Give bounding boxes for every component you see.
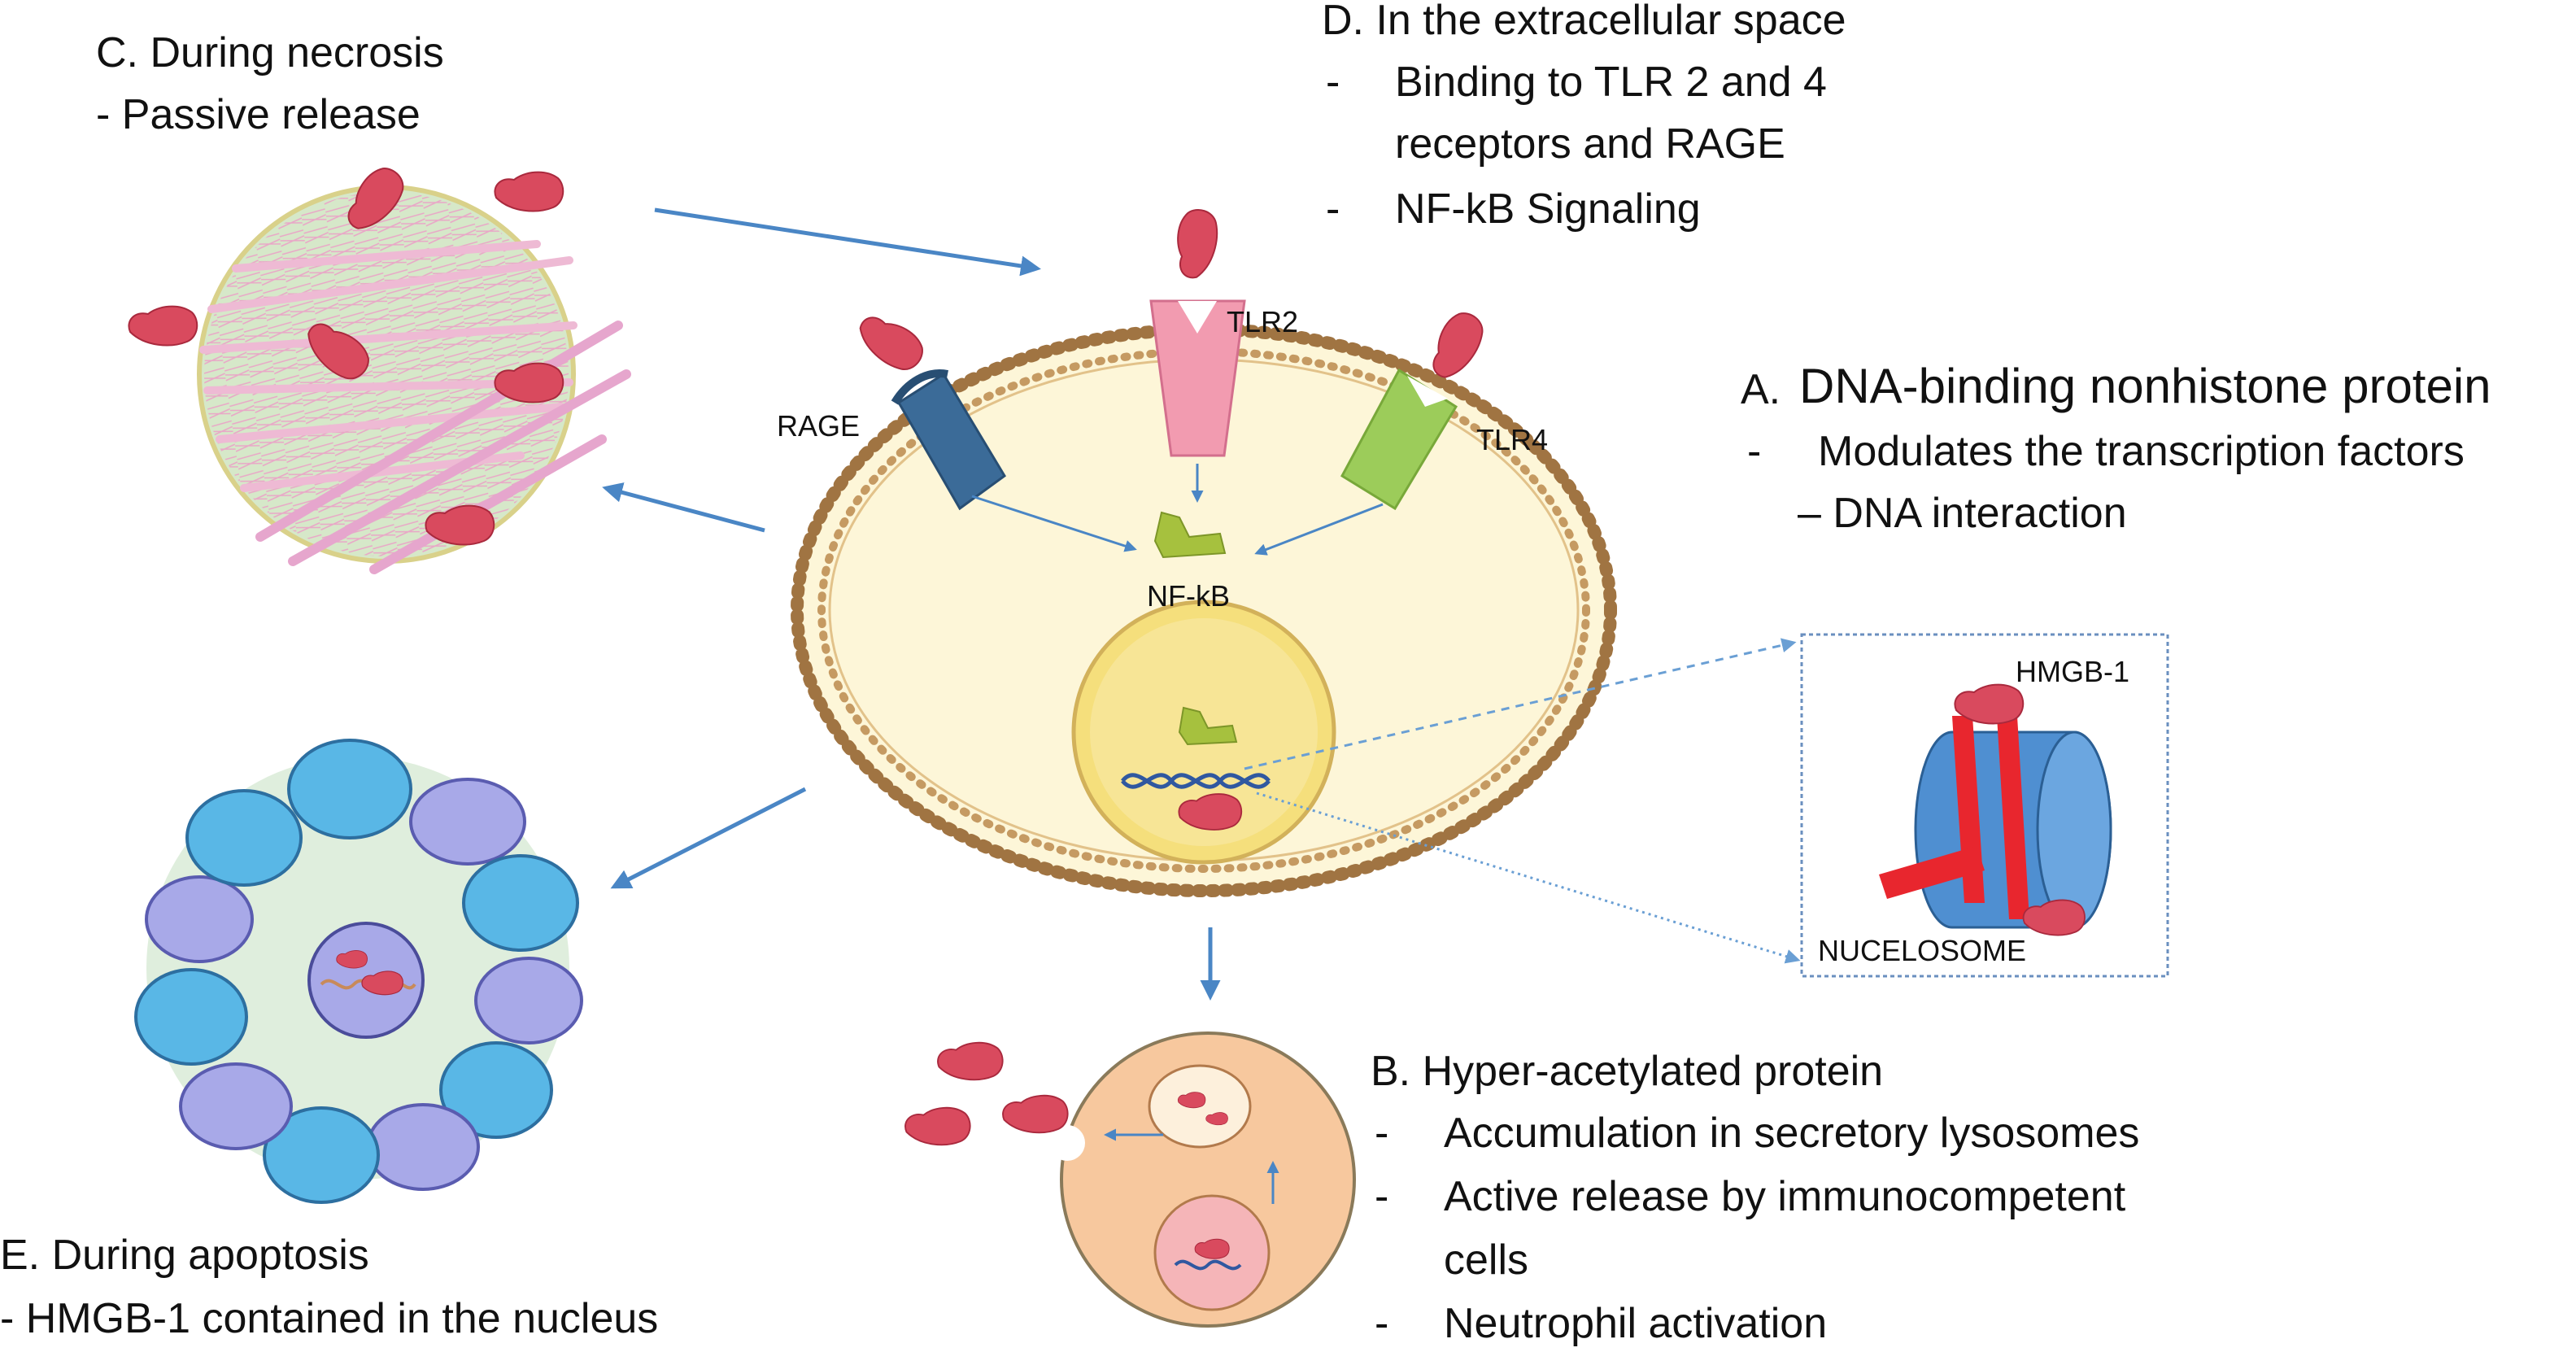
label-nucleosome: NUCELOSOME — [1818, 934, 2027, 967]
nfkb-protein — [1153, 511, 1227, 559]
tlr4-receptor — [1340, 305, 1492, 511]
section-b-line2: Active release by immunocompetent — [1444, 1173, 2126, 1220]
rage-receptor — [850, 305, 1006, 511]
secreted-hmgb1-proteins — [904, 1041, 1069, 1146]
section-b-dash-2: - — [1375, 1173, 1389, 1220]
section-b-title: B. Hyper-acetylated protein — [1371, 1048, 1884, 1095]
section-d-line3: NF-kB Signaling — [1395, 185, 1701, 233]
main-nucleus — [1071, 600, 1336, 865]
section-d-line2: receptors and RAGE — [1395, 120, 1785, 168]
section-d-dash-1: - — [1326, 59, 1340, 106]
zoom-lines — [1244, 638, 1801, 964]
section-a-title: DNA-binding nonhistone protein — [1799, 359, 2491, 413]
tlr2-receptor — [1149, 206, 1246, 457]
section-a-dash: - — [1747, 428, 1762, 475]
section-c-title: C. During necrosis — [96, 29, 444, 76]
section-d-title: D. In the extracellular space — [1322, 0, 1846, 44]
apoptotic-cell — [134, 739, 583, 1204]
arrow-to-main-cell — [654, 207, 1041, 277]
label-tlr2: TLR2 — [1227, 305, 1299, 338]
section-a-prefix: A. — [1741, 366, 1781, 413]
label-rage: RAGE — [777, 409, 861, 443]
section-a-line2: – DNA interaction — [1798, 490, 2127, 537]
label-tlr4: TLR4 — [1476, 423, 1549, 456]
section-b-line1: Accumulation in secretory lysosomes — [1444, 1110, 2140, 1157]
secretory-cell — [1049, 1031, 1356, 1328]
label-nfkb: NF-kB — [1147, 579, 1230, 613]
arrow-to-apoptotic-cell — [610, 787, 807, 889]
section-b-line4: Neutrophil activation — [1444, 1300, 1828, 1347]
nucleosome-panel — [1800, 633, 2169, 978]
section-d-dash-2: - — [1326, 185, 1340, 233]
section-d-line1: Binding to TLR 2 and 4 — [1395, 59, 1827, 106]
arrow-to-necrotic-cell — [602, 482, 765, 533]
section-b-dash-1: - — [1375, 1110, 1389, 1157]
section-b-dash-3: - — [1375, 1300, 1389, 1347]
label-hmgb1: HMGB-1 — [2016, 655, 2130, 688]
flow-arrows — [602, 207, 1221, 1001]
necrotic-cell — [197, 185, 631, 574]
section-b-line3: cells — [1444, 1236, 1529, 1284]
section-e-title: E. During apoptosis — [0, 1232, 369, 1279]
signaling-arrows — [971, 464, 1384, 556]
section-e-line1: - HMGB-1 contained in the nucleus — [0, 1295, 659, 1342]
section-c-line1: - Passive release — [96, 91, 421, 138]
section-a-line1: Modulates the transcription factors — [1818, 428, 2465, 475]
